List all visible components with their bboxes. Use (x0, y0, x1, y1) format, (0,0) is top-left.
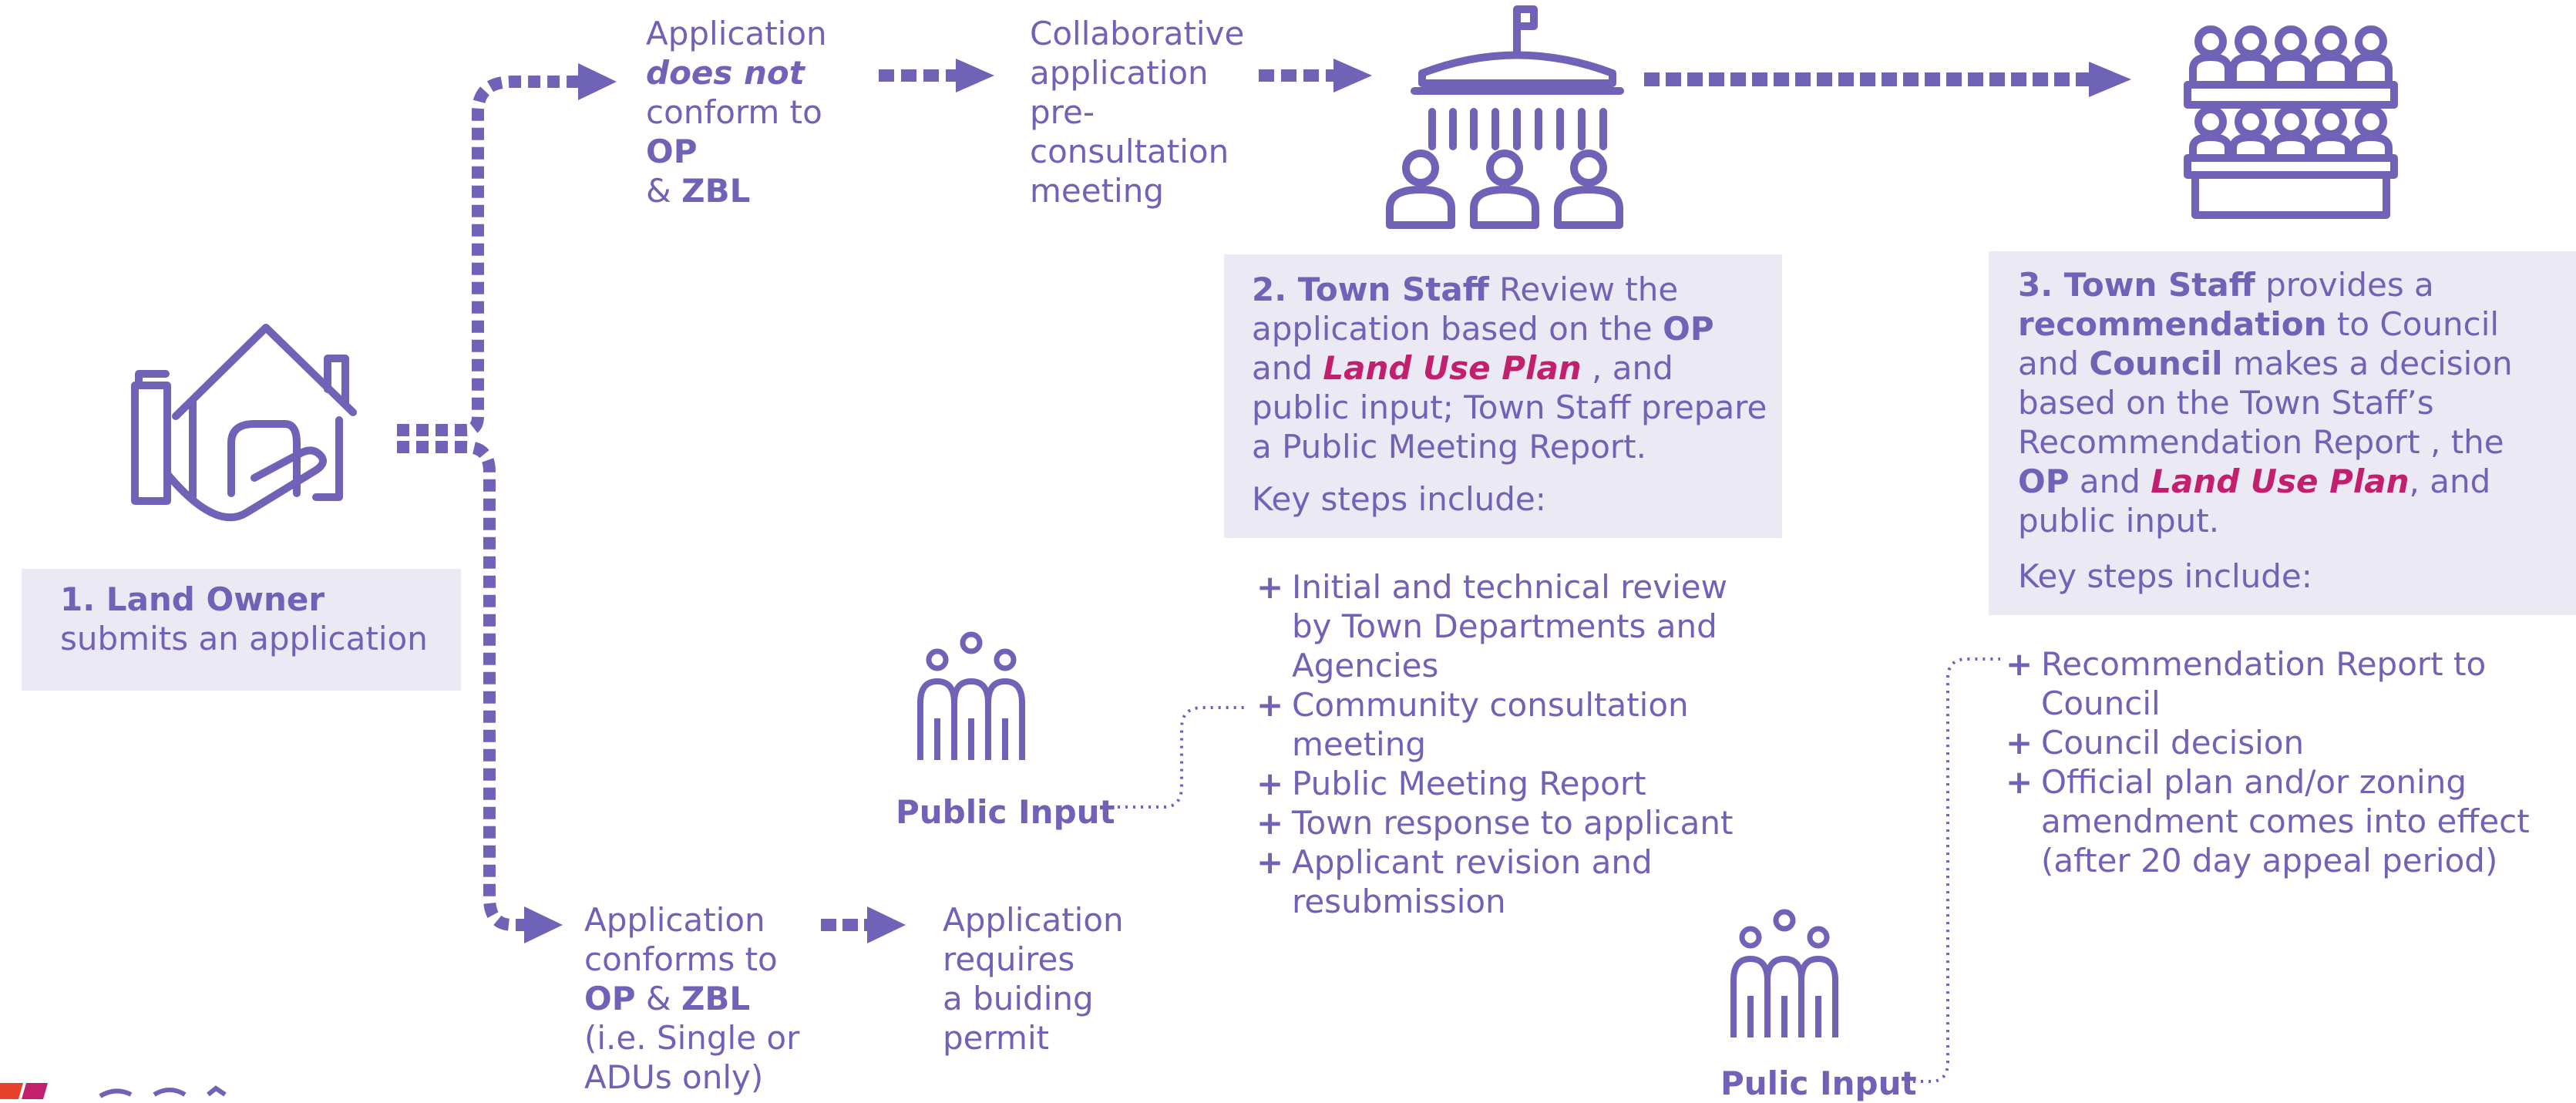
public-input-2-connector (1905, 657, 2000, 1083)
town-hall-with-staff-icon (1386, 5, 1624, 229)
collab-line: meeting (1030, 172, 1165, 210)
public-input-1-connector (1110, 706, 1249, 809)
nonconform-amp: & (646, 172, 682, 210)
collab-line: pre- (1030, 93, 1095, 131)
step3-op: OP (2018, 462, 2070, 500)
list-item: Community consultation meeting (1255, 685, 1764, 764)
step3-key-steps: Key steps include: (2018, 557, 2312, 595)
step3-text: 3. Town Staff provides a recommendation … (2018, 265, 2542, 540)
step3-t5: , and public input. (2018, 462, 2491, 540)
step1-box (22, 569, 461, 691)
permit-line: Application (943, 901, 1124, 939)
permit-line: requires (943, 940, 1075, 978)
step1-body: submits an application (60, 620, 428, 657)
nonconform-line3: conform to (646, 93, 822, 131)
council-chamber-icon (2184, 25, 2398, 219)
conform-op: OP (584, 980, 636, 1017)
collab-line: application (1030, 54, 1209, 92)
step3-t2: to Council and (2018, 305, 2500, 382)
collab-line: consultation (1030, 133, 1229, 170)
conform-label: Application conforms to OP & ZBL (i.e. S… (584, 900, 816, 1097)
step2-steps-list: Initial and technical review by Town Dep… (1255, 567, 1764, 921)
collab-label: Collaborative application pre- consultat… (1030, 14, 1261, 210)
nonconform-op: OP (646, 133, 698, 170)
arrowhead-townhall (1333, 59, 1372, 92)
arrowhead-permit (867, 906, 906, 943)
permit-line: a buiding (943, 980, 1094, 1017)
step2-t3: , and public input; Town Staff prepare a… (1252, 349, 1767, 466)
public-group-icon-2 (1734, 912, 1835, 1037)
list-item: Initial and technical review by Town Dep… (1255, 567, 1764, 685)
step3-t4: and (2069, 462, 2151, 500)
branch-down-connector (397, 441, 524, 931)
conform-line4: (i.e. Single or (584, 1019, 800, 1057)
branch-up-connector (397, 76, 578, 436)
step2-t1: Review the application based on the (1252, 271, 1679, 348)
logo-fragment (0, 1083, 227, 1099)
step3-council: Council (2089, 345, 2223, 382)
permit-label: Application requires a buiding permit (943, 900, 1159, 1058)
nonconform-line2: does not (646, 54, 805, 92)
step1-title: 1. Land Owner (60, 580, 325, 618)
step3-land-use-plan: Land Use Plan (2151, 462, 2410, 500)
public-group-icon-1 (920, 634, 1022, 760)
permit-line: permit (943, 1019, 1050, 1057)
step3-t3: makes a decision based on the Town Staff… (2018, 345, 2513, 461)
step3-t1: provides a (2255, 266, 2434, 304)
step3-title: 3. Town Staff (2018, 266, 2255, 304)
step1-text: 1. Land Owner submits an application (60, 580, 446, 658)
list-item: Recommendation Report to Council (2004, 644, 2559, 723)
step3-recommendation: recommendation (2018, 305, 2327, 343)
list-item: Town response to applicant (1255, 803, 1764, 842)
step2-box (1224, 254, 1782, 538)
list-item: Public Meeting Report (1255, 764, 1764, 803)
conform-line2: conforms to (584, 940, 778, 978)
step2-text: 2. Town Staff Review the application bas… (1252, 270, 1776, 466)
conform-amp: & (635, 980, 681, 1017)
conform-zbl: ZBL (681, 980, 751, 1017)
list-item: Applicant revision and resubmission (1255, 842, 1764, 921)
conform-line5: ADUs only) (584, 1058, 764, 1096)
conform-line1: Application (584, 901, 765, 939)
step3-box (1989, 251, 2576, 615)
step2-op: OP (1663, 310, 1714, 348)
step2-land-use-plan: Land Use Plan (1323, 349, 1582, 387)
branch-down-arrowhead (524, 906, 563, 943)
step2-key-steps: Key steps include: (1252, 480, 1546, 518)
step2-t2: and (1252, 349, 1323, 387)
arrowhead-collab (956, 59, 994, 92)
list-item: Official plan and/or zoning amendment co… (2004, 762, 2559, 880)
public-input-2-label: Pulic Input (1720, 1064, 1917, 1102)
step3-steps-list: Recommendation Report to Council Council… (2004, 644, 2559, 880)
list-item: Council decision (2004, 723, 2559, 762)
public-input-1-label: Public Input (896, 793, 1115, 831)
branch-up-arrowhead (578, 63, 617, 100)
nonconform-line1: Application (646, 15, 827, 52)
collab-line: Collaborative (1030, 15, 1245, 52)
nonconform-zbl: ZBL (681, 172, 751, 210)
house-in-hand-icon (131, 324, 357, 522)
nonconform-label: Application does not conform to OP & ZBL (646, 14, 877, 210)
step2-title: 2. Town Staff (1252, 271, 1489, 308)
arrowhead-council (2089, 62, 2131, 97)
